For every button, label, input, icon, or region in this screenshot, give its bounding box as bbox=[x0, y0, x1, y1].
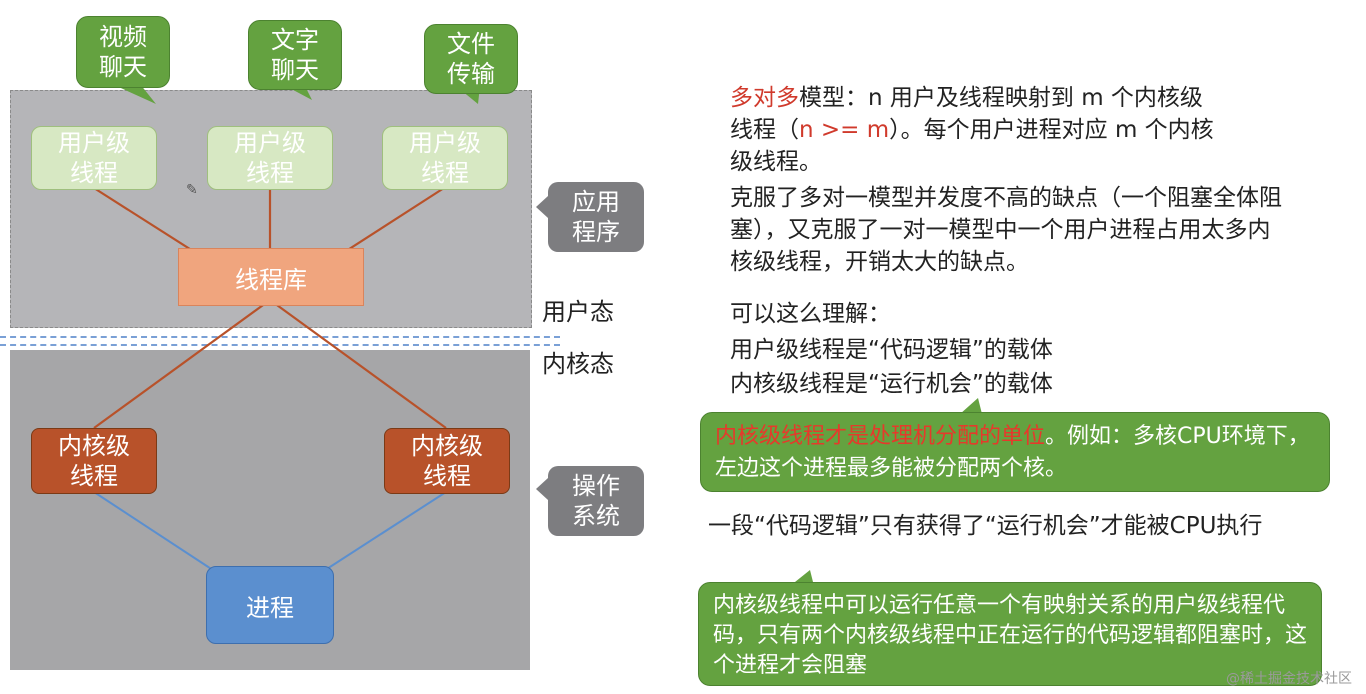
watermark: @稀土掘金技术社区 bbox=[1226, 671, 1352, 687]
kernel-mode-label: 内核态 bbox=[542, 350, 614, 378]
text-chat-bubble: 文字 聊天 bbox=[248, 20, 342, 90]
note1-tail bbox=[960, 398, 982, 414]
model-line3: 级线程。 bbox=[730, 149, 822, 175]
kernel-thread-1: 内核级 线程 bbox=[31, 428, 157, 494]
process-box: 进程 bbox=[206, 566, 334, 644]
line-kernel1-process bbox=[93, 491, 223, 577]
user-thread-1: 用户级 线程 bbox=[31, 126, 157, 190]
kernel-thread-2: 内核级 线程 bbox=[384, 428, 510, 494]
model-line2-a: 线程（ bbox=[730, 117, 799, 143]
understand-line-1: 用户级线程是“代码逻辑”的载体 bbox=[730, 337, 1053, 363]
model-line2-b: ）。每个用户进程对应 m 个内核 bbox=[889, 117, 1214, 143]
line-kernel2-process bbox=[315, 491, 447, 577]
user-mode-label: 用户态 bbox=[542, 298, 614, 326]
mode-separator-line bbox=[0, 336, 560, 346]
model-description: 多对多模型：n 用户及线程映射到 m 个内核级 线程（n >= m）。每个用户进… bbox=[730, 82, 1330, 178]
application-label-bubble: 应用 程序 bbox=[548, 182, 644, 252]
thread-library: 线程库 bbox=[178, 248, 364, 306]
os-label-bubble: 操作 系统 bbox=[548, 466, 644, 536]
note-kernel-thread-unit: 内核级线程才是处理机分配的单位。例如：多核CPU环境下，左边这个进程最多能被分配… bbox=[700, 412, 1330, 492]
model-ratio: n >= m bbox=[799, 117, 890, 143]
model-name: 多对多 bbox=[730, 85, 799, 111]
overcome-text: 克服了多对一模型并发度不高的缺点（一个阻塞全体阻塞），又克服了一对一模型中一个用… bbox=[730, 185, 1282, 275]
line-lib-kernel1 bbox=[93, 299, 271, 429]
line-lib-kernel2 bbox=[269, 299, 447, 429]
user-thread-3: 用户级 线程 bbox=[382, 126, 508, 190]
user-thread-2: 用户级 线程 bbox=[207, 126, 333, 190]
note-blocking: 内核级线程中可以运行任意一个有映射关系的用户级线程代码，只有两个内核级线程中正在… bbox=[698, 582, 1322, 686]
segment-text: 一段“代码逻辑”只有获得了“运行机会”才能被CPU执行 bbox=[708, 513, 1263, 539]
note1-highlight: 内核级线程才是处理机分配的单位 bbox=[715, 424, 1046, 449]
file-transfer-bubble: 文件 传输 bbox=[424, 24, 518, 94]
video-chat-bubble: 视频 聊天 bbox=[76, 16, 170, 88]
bubble-tail-video bbox=[112, 84, 156, 104]
bubble-tail-os bbox=[536, 478, 548, 500]
understand-title: 可以这么理解： bbox=[730, 301, 891, 327]
understand-line-2: 内核级线程是“运行机会”的载体 bbox=[730, 371, 1053, 397]
note1-rest: 。例如：多核CPU环境下，左边这个进程最多能被分配两个核。 bbox=[715, 424, 1310, 481]
model-line1: 模型：n 用户及线程映射到 m 个内核级 bbox=[799, 85, 1203, 111]
pen-cursor-icon: ✎ bbox=[186, 182, 198, 198]
bubble-tail-app bbox=[536, 196, 548, 218]
